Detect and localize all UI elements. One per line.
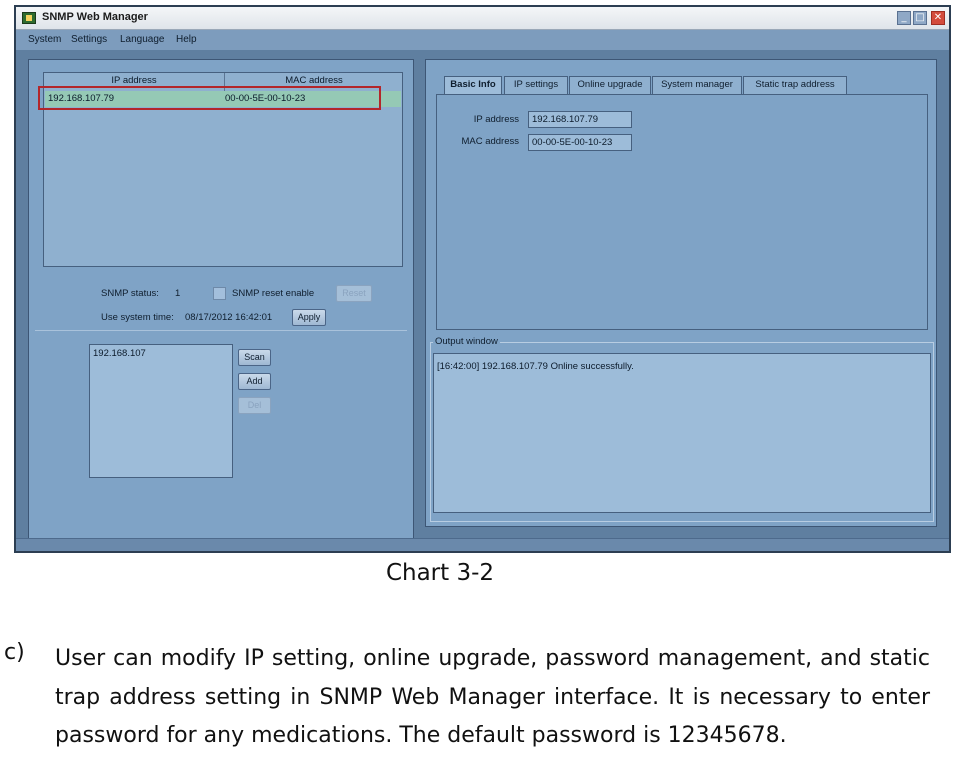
basic-info-panel: IP address 192.168.107.79 MAC address 00… <box>436 94 928 330</box>
output-line: [16:42:00] 192.168.107.79 Online success… <box>437 361 634 372</box>
maximize-button[interactable]: □ <box>913 11 927 25</box>
apply-button[interactable]: Apply <box>292 309 326 326</box>
menu-help[interactable]: Help <box>176 34 197 45</box>
tab-basic-info[interactable]: Basic Info <box>444 76 502 94</box>
tab-system-manager[interactable]: System manager <box>652 76 742 94</box>
window-title: SNMP Web Manager <box>42 11 148 23</box>
system-time-label: Use system time: <box>101 312 174 323</box>
list-marker: c) <box>4 640 25 665</box>
scan-button[interactable]: Scan <box>238 349 271 366</box>
device-panel: IP address MAC address 192.168.107.79 00… <box>28 59 414 539</box>
output-window[interactable]: [16:42:00] 192.168.107.79 Online success… <box>433 353 931 513</box>
column-header-ip[interactable]: IP address <box>111 75 157 86</box>
detail-panel: Basic Info IP settings Online upgrade Sy… <box>425 59 937 527</box>
ip-address-field[interactable]: 192.168.107.79 <box>528 111 632 128</box>
highlight-box <box>38 86 381 110</box>
menu-language[interactable]: Language <box>120 34 165 45</box>
list-item[interactable]: 192.168.107 <box>93 348 146 359</box>
column-divider <box>224 73 225 91</box>
scan-list[interactable]: 192.168.107 <box>89 344 233 478</box>
system-time-value: 08/17/2012 16:42:01 <box>185 312 273 323</box>
tab-ip-settings[interactable]: IP settings <box>504 76 568 94</box>
app-icon <box>22 12 36 24</box>
tab-online-upgrade[interactable]: Online upgrade <box>569 76 651 94</box>
delete-button[interactable]: Del <box>238 397 271 414</box>
tab-static-trap-address[interactable]: Static trap address <box>743 76 847 94</box>
menu-system[interactable]: System <box>28 34 62 45</box>
status-bar <box>16 538 949 551</box>
add-button[interactable]: Add <box>238 373 271 390</box>
figure-caption: Chart 3-2 <box>385 560 495 586</box>
ip-address-label: IP address <box>473 114 519 125</box>
snmp-reset-checkbox[interactable] <box>213 287 226 300</box>
close-button[interactable]: ✕ <box>931 11 945 25</box>
mac-address-field[interactable]: 00-00-5E-00-10-23 <box>528 134 632 151</box>
column-header-mac[interactable]: MAC address <box>285 75 343 86</box>
divider <box>35 330 407 331</box>
snmp-reset-label: SNMP reset enable <box>232 288 315 299</box>
output-window-group: Output window [16:42:00] 192.168.107.79 … <box>430 336 934 522</box>
cell-mac: 00-00-5E-00-10-23 <box>225 93 306 104</box>
device-table: IP address MAC address 192.168.107.79 00… <box>38 72 403 267</box>
output-window-label: Output window <box>433 336 500 347</box>
menu-bar: System Settings Language Help <box>16 30 949 50</box>
cell-ip: 192.168.107.79 <box>48 93 115 104</box>
minimize-button[interactable]: _ <box>897 11 911 25</box>
snmp-status-value: 1 <box>175 288 181 299</box>
title-bar[interactable]: SNMP Web Manager _ □ ✕ <box>16 7 949 30</box>
app-window: SNMP Web Manager _ □ ✕ System Settings L… <box>14 5 951 553</box>
mac-address-label: MAC address <box>461 136 519 147</box>
menu-settings[interactable]: Settings <box>71 34 108 45</box>
body-paragraph: User can modify IP setting, online upgra… <box>55 646 930 748</box>
table-row[interactable]: 192.168.107.79 00-00-5E-00-10-23 <box>45 91 401 107</box>
snmp-status-label: SNMP status: <box>101 288 159 299</box>
reset-button[interactable]: Reset <box>336 285 372 302</box>
